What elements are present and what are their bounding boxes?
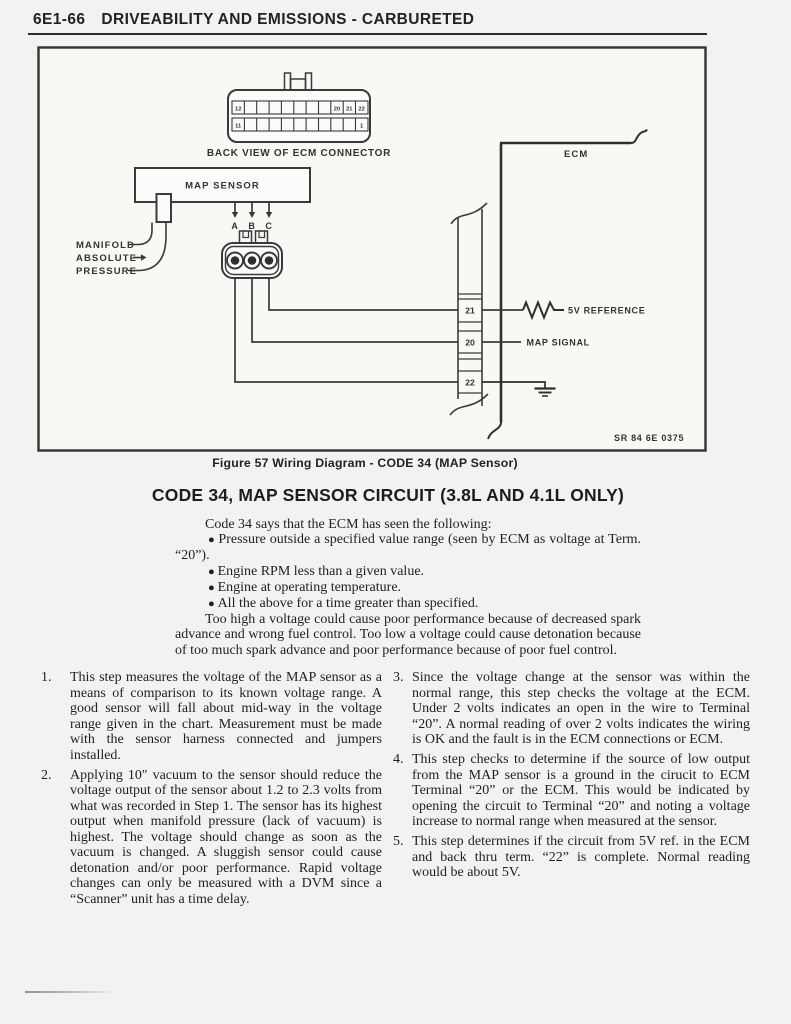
- intro-bullet-item: Engine RPM less than a given value.: [175, 564, 641, 580]
- wiring-diagram-figure: 12 20 21 22 11 1 BACK VIEW OF ECM CONNEC…: [37, 46, 707, 452]
- strip-break-top: [450, 202, 488, 225]
- ecm-label: ECM: [564, 149, 588, 160]
- five-v-reference-label: 5V REFERENCE: [568, 306, 645, 316]
- pin-arrows: A B C: [231, 203, 273, 231]
- right-arrow-icon: [141, 254, 147, 261]
- intro-bullet-item: All the above for a time greater than sp…: [175, 596, 641, 612]
- step-text: Applying 10″ vacuum to the sensor should…: [70, 767, 382, 907]
- step-text: This step measures the voltage of the MA…: [70, 670, 382, 763]
- page-header: 6E1-66 DRIVEABILITY AND EMISSIONS - CARBU…: [33, 11, 474, 29]
- step-number: 4.: [393, 752, 404, 767]
- pressure-label: PRESSURE: [76, 266, 137, 277]
- port-lead-line-lower: [128, 222, 167, 272]
- vacuum-port: [155, 193, 172, 223]
- terminal-21-label: 21: [465, 306, 475, 316]
- port-lead-line-upper: [128, 222, 153, 246]
- pin-label-b: B: [248, 221, 255, 231]
- steps-right-column: 3. Since the voltage change at the senso…: [393, 670, 750, 885]
- sensor-wires: [234, 278, 458, 383]
- map-signal-label: MAP SIGNAL: [527, 338, 590, 348]
- step-item: 1. This step measures the voltage of the…: [41, 670, 382, 763]
- terminal-22-label: 22: [465, 378, 475, 388]
- ecm-boundary-line: [487, 128, 648, 440]
- pin-label-c: C: [265, 221, 272, 231]
- figure-ref-code: SR 84 6E 0375: [614, 433, 684, 443]
- header-rule: [28, 33, 707, 35]
- wiring-diagram: 12 20 21 22 11 1 BACK VIEW OF ECM CONNEC…: [37, 46, 707, 452]
- map-sensor-drawing: MAP SENSOR: [134, 167, 311, 223]
- steps-left-column: 1. This step measures the voltage of the…: [41, 670, 382, 912]
- page-number: 6E1-66: [33, 11, 86, 28]
- cell-label-21: 21: [346, 106, 353, 112]
- five-v-reference-branch: 5V REFERENCE: [482, 299, 645, 321]
- step-text: Since the voltage change at the sensor w…: [412, 670, 750, 747]
- cell-label-22: 22: [358, 106, 364, 112]
- step-item: 5. This step determines if the circuit f…: [393, 834, 750, 881]
- map-signal-branch: MAP SIGNAL: [482, 338, 590, 348]
- resistor-symbol: [522, 299, 564, 321]
- step-text: This step checks to determine if the sou…: [412, 752, 750, 829]
- map-sensor-label: MAP SENSOR: [185, 181, 260, 192]
- terminal-20-label: 20: [465, 338, 475, 348]
- wire-a-to-22: [234, 278, 458, 383]
- pin-label-a: A: [231, 221, 238, 231]
- step-item: 2. Applying 10″ vacuum to the sensor sho…: [41, 768, 382, 908]
- cell-label-12: 12: [235, 106, 241, 112]
- figure-caption: Figure 57 Wiring Diagram - CODE 34 (MAP …: [212, 456, 518, 470]
- cell-label-11: 11: [235, 123, 242, 129]
- ecm-connector-caption: BACK VIEW OF ECM CONNECTOR: [207, 148, 391, 159]
- step-text: This step determines if the circuit from…: [412, 834, 750, 880]
- wire-b-to-20: [251, 278, 458, 343]
- cell-label-20: 20: [334, 106, 340, 112]
- step-number: 3.: [393, 670, 404, 685]
- diagram-frame: [37, 46, 707, 452]
- code-34-intro: Code 34 says that the ECM has seen the f…: [175, 517, 641, 658]
- intro-bullet-list: Pressure outside a specified value range…: [175, 532, 641, 612]
- intro-tail: Too high a voltage could cause poor perf…: [175, 612, 641, 658]
- wire-c-to-21: [268, 278, 458, 311]
- page-header-title: DRIVEABILITY AND EMISSIONS - CARBURETED: [101, 11, 475, 28]
- step-number: 1.: [41, 670, 52, 685]
- intro-bullet-item: Engine at operating temperature.: [175, 580, 641, 596]
- manifold-label: MANIFOLD: [76, 240, 135, 251]
- map-sensor-connector-drawing: [221, 230, 283, 279]
- section-title: CODE 34, MAP SENSOR CIRCUIT (3.8L AND 4.…: [151, 485, 625, 505]
- terminal-strip: 21 20 22: [449, 202, 489, 416]
- intro-lead: Code 34 says that the ECM has seen the f…: [205, 517, 492, 532]
- ground-branch: [482, 381, 556, 397]
- step-item: 4. This step checks to determine if the …: [393, 752, 750, 830]
- absolute-label: ABSOLUTE: [76, 253, 137, 264]
- cell-label-1: 1: [360, 123, 364, 129]
- step-number: 2.: [41, 767, 52, 783]
- intro-bullet-item: Pressure outside a specified value range…: [175, 532, 641, 563]
- ecm-connector-drawing: 12 20 21 22 11 1: [227, 72, 371, 143]
- step-number: 5.: [393, 834, 404, 849]
- strip-break-bottom: [449, 393, 489, 416]
- manifold-absolute-pressure-labels: MANIFOLD ABSOLUTE PRESSURE: [76, 222, 167, 277]
- step-item: 3. Since the voltage change at the senso…: [393, 670, 750, 748]
- scan-artifact-line: [25, 991, 117, 993]
